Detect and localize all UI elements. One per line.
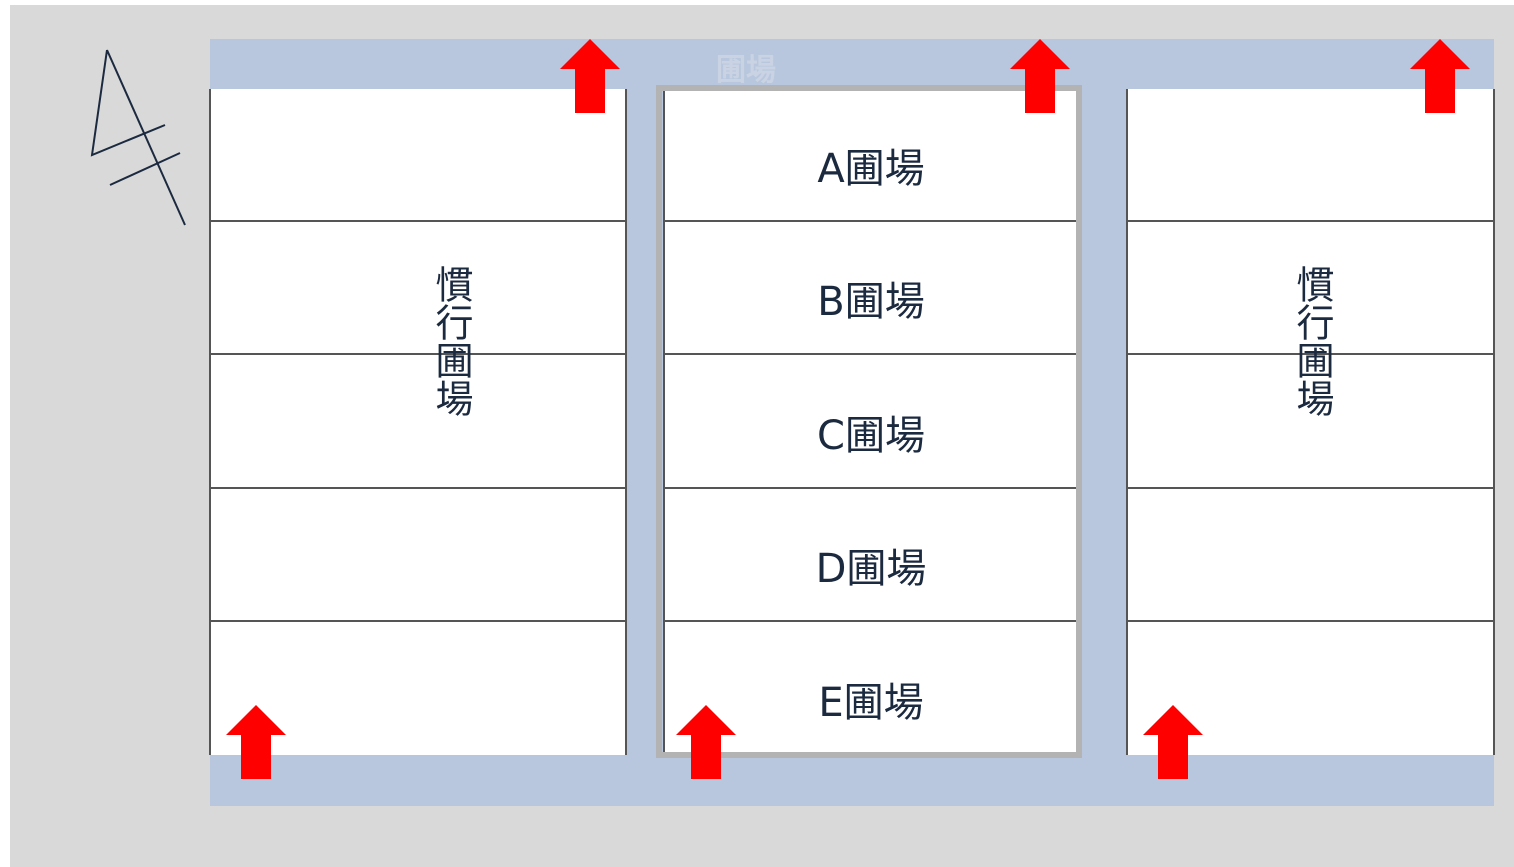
field-diagram: 圃場 慣行圃場 A圃場 B圃場 C圃場 D圃場 E圃場 慣行圃場 [10,5,1514,867]
arrow-up-icon [1410,39,1470,113]
right-field: 慣行圃場 [1126,89,1495,755]
arrow-up-icon [560,39,620,113]
plot-e-label: E圃場 [818,680,924,726]
arrow-up-icon [676,705,736,779]
arrow-up-icon [1010,39,1070,113]
north-arrow-icon [90,49,186,226]
plot-d-label: D圃場 [815,546,927,592]
right-field-label: 慣行圃場 [1290,265,1334,417]
experimental-field: A圃場 B圃場 C圃場 D圃場 E圃場 [663,89,1079,755]
plot-c-label: C圃場 [817,413,925,459]
plot-b-label: B圃場 [817,279,925,325]
header-label: 圃場 [716,53,776,88]
arrow-up-icon [226,705,286,779]
left-field-label: 慣行圃場 [429,265,473,417]
top-path [210,39,1494,91]
plot-a-label: A圃場 [817,146,925,192]
experimental-field-frame [656,85,1082,758]
left-field: 慣行圃場 [209,89,627,755]
path-middle-right [1078,39,1128,806]
arrow-up-icon [1143,705,1203,779]
bottom-path [210,754,1494,806]
